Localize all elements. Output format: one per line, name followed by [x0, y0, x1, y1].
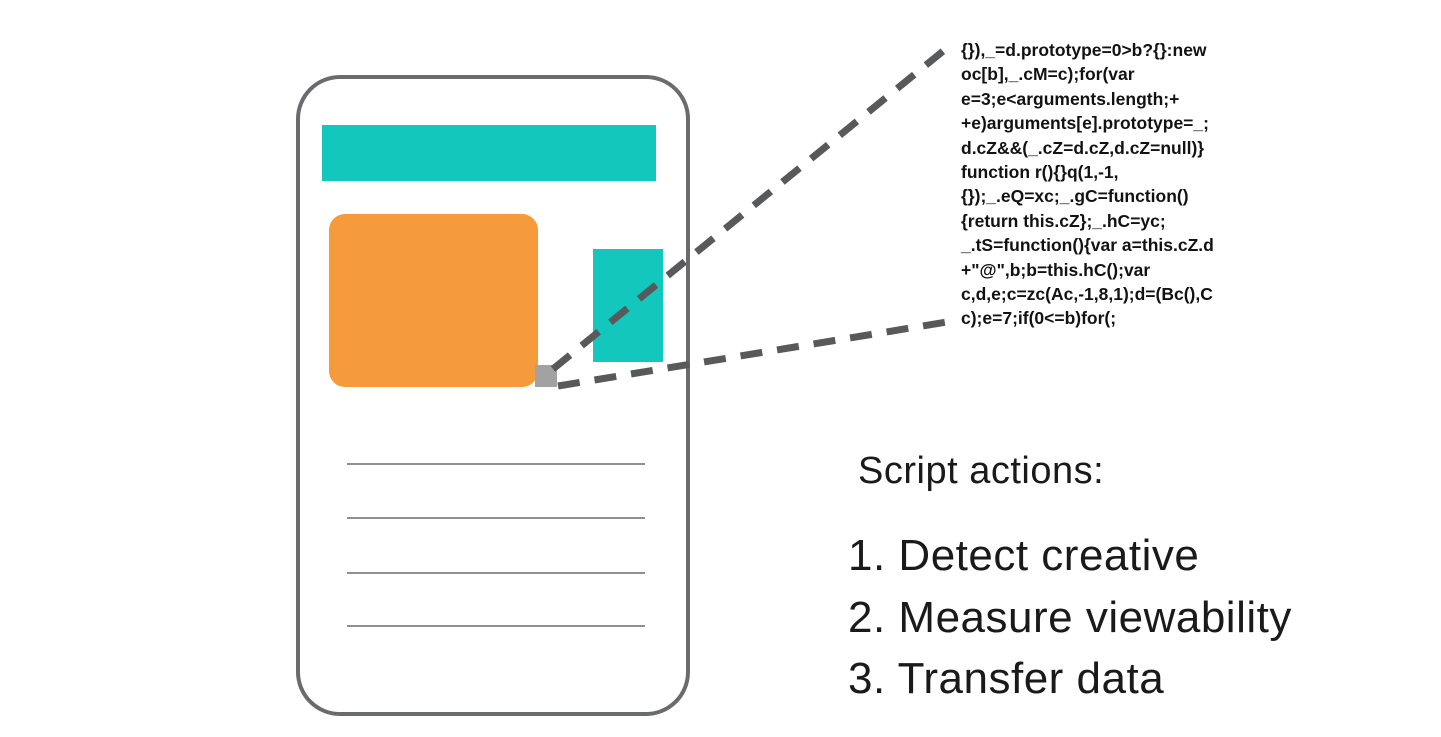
ad-creative-block	[329, 214, 538, 387]
text-placeholder-line-2	[347, 517, 645, 519]
code-line-12: c);e=7;if(0<=b)for(;	[961, 308, 1117, 329]
text-placeholder-line-4	[347, 625, 645, 627]
script-actions-list: 1. Detect creative 2. Measure viewabilit…	[848, 525, 1292, 710]
code-line-4: +e)arguments[e].prototype=_;	[961, 113, 1209, 134]
code-line-7: {});_.eQ=xc;_.gC=function()	[961, 186, 1189, 207]
code-line-6: function r(){}q(1,-1,	[961, 162, 1119, 183]
script-action-item-3: 3. Transfer data	[848, 654, 1165, 703]
code-line-10: +"@",b;b=this.hC();var	[961, 259, 1151, 280]
ad-tag-pixel	[535, 365, 557, 387]
code-line-2: oc[b],_.cM=c);for(var	[961, 64, 1135, 85]
text-placeholder-line-1	[347, 463, 645, 465]
side-ad-block	[593, 249, 663, 362]
script-action-item-2: 2. Measure viewability	[848, 592, 1292, 642]
script-actions-title: Script actions:	[858, 450, 1105, 492]
script-code-block: {}),_=d.prototype=0>b?{}:new oc[b],_.cM=…	[961, 38, 1261, 331]
code-line-3: e=3;e<arguments.length;+	[961, 88, 1180, 109]
code-line-5: d.cZ&&(_.cZ=d.cZ,d.cZ=null)}	[961, 137, 1205, 158]
code-line-11: c,d,e;c=zc(Ac,-1,8,1);d=(Bc(),C	[961, 284, 1213, 305]
script-action-item-1: 1. Detect creative	[848, 531, 1200, 580]
code-line-9: _.tS=function(){var a=this.cZ.d	[961, 235, 1214, 256]
text-placeholder-line-3	[347, 572, 645, 574]
header-bar-block	[322, 125, 656, 181]
code-line-8: {return this.cZ};_.hC=yc;	[961, 210, 1166, 231]
code-line-1: {}),_=d.prototype=0>b?{}:new	[961, 40, 1207, 60]
